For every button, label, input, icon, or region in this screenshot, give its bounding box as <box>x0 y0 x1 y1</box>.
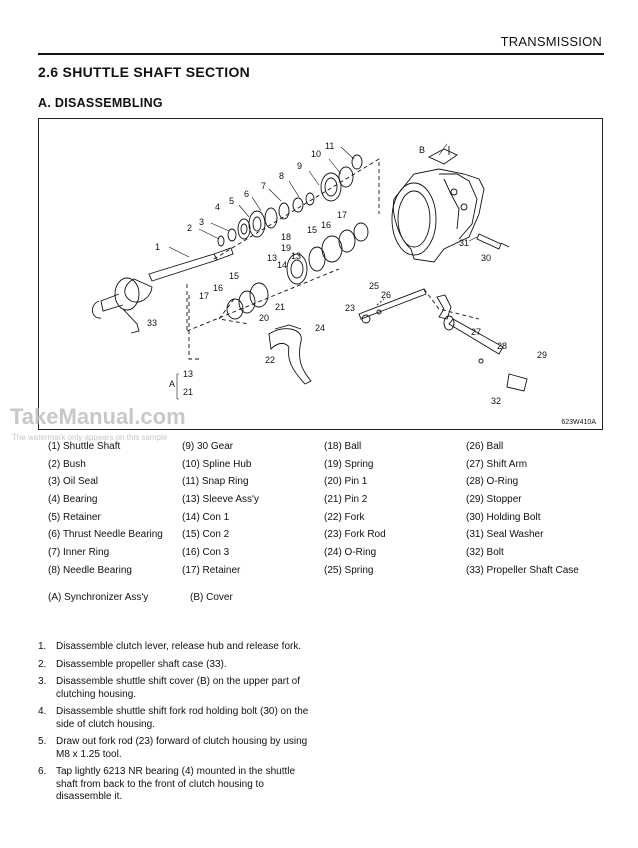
callout-24: 24 <box>315 323 325 333</box>
step-item: 4.Disassemble shuttle shift fork rod hol… <box>38 706 309 730</box>
callout-26: 26 <box>381 290 391 300</box>
callout-2: 2 <box>187 223 192 233</box>
legend-item: (18) Ball <box>324 441 362 452</box>
callout-3: 3 <box>199 217 204 227</box>
legend-item: (11) Snap Ring <box>182 476 249 488</box>
watermark-note: The watermark only appears on this sampl… <box>12 433 168 442</box>
legend-item: (23) Fork Rod <box>324 529 386 541</box>
legend-item: (26) Ball <box>466 441 504 452</box>
legend-col-1: (1) Shuttle Shaft (2) Bush (3) Oil Seal … <box>48 441 163 583</box>
legend-item: (17) Retainer <box>182 564 241 576</box>
callout-33: 33 <box>147 318 157 328</box>
callout-b: B <box>419 145 425 155</box>
legend-item: (15) Con 2 <box>182 529 230 541</box>
legend-item: (28) O-Ring <box>466 476 519 488</box>
callout-10: 10 <box>311 149 321 159</box>
step-item: 2.Disassemble propeller shaft case (33). <box>38 658 227 670</box>
legend-item: (10) Spline Hub <box>182 458 252 470</box>
disassembly-steps: 1.Disassemble clutch lever, release hub … <box>38 641 310 809</box>
callout-22: 22 <box>265 355 275 365</box>
callout-11: 11 <box>325 141 334 151</box>
step-item: 6.Tap lightly 6213 NR bearing (4) mounte… <box>38 766 296 802</box>
callout-14: 14 <box>277 260 287 270</box>
callout-a-21: 21 <box>183 387 193 397</box>
legend-item: (22) Fork <box>324 511 365 523</box>
callout-20: 20 <box>259 313 269 323</box>
page-title: 2.6 SHUTTLE SHAFT SECTION <box>38 64 251 80</box>
callout-19: 19 <box>281 243 291 253</box>
legend-item: (8) Needle Bearing <box>48 564 132 576</box>
legend-item: (30) Holding Bolt <box>466 511 541 523</box>
callout-13-lower: 13 <box>291 251 301 261</box>
legend-item: (24) O-Ring <box>324 547 377 559</box>
callout-17-lower: 17 <box>199 291 209 301</box>
callout-31: 31 <box>459 238 469 248</box>
callout-32: 32 <box>491 396 501 406</box>
legend-item: (13) Sleeve Ass'y <box>182 494 259 506</box>
callout-15: 15 <box>307 225 317 235</box>
callout-a: A <box>169 379 175 389</box>
legend-item: (32) Bolt <box>466 547 504 559</box>
legend-item: (27) Shift Arm <box>466 458 528 470</box>
callout-9: 9 <box>297 161 302 171</box>
legend-col-3: (18) Ball (19) Spring (20) Pin 1 (21) Pi… <box>324 441 386 583</box>
legend-col-4: (26) Ball (27) Shift Arm (28) O-Ring (29… <box>466 441 579 583</box>
callout-4: 4 <box>215 202 220 212</box>
step-item: 1.Disassemble clutch lever, release hub … <box>38 641 302 652</box>
legend-item: (2) Bush <box>48 458 86 470</box>
legend-item: (6) Thrust Needle Bearing <box>48 529 163 541</box>
legend-item: (3) Oil Seal <box>48 476 99 488</box>
callout-25: 25 <box>369 281 379 291</box>
callout-13: 13 <box>267 253 277 263</box>
legend-item: (21) Pin 2 <box>324 494 368 506</box>
exploded-diagram-drawing: 1 2 3 4 5 6 7 8 9 10 11 13 14 15 16 17 1… <box>92 141 547 406</box>
watermark-logo: TakeManual.com <box>10 404 186 429</box>
legend-item: (25) Spring <box>324 564 374 576</box>
exploded-diagram: 1 2 3 4 5 6 7 8 9 10 11 13 14 15 16 17 1… <box>38 118 603 430</box>
legend-synchronizer: (A) Synchronizer Ass'y <box>48 592 149 603</box>
callout-21: 21 <box>275 302 285 312</box>
legend-item: (14) Con 1 <box>182 511 230 523</box>
legend-cover: (B) Cover <box>190 592 233 603</box>
callout-16: 16 <box>321 220 331 230</box>
section-header: TRANSMISSION <box>500 34 602 49</box>
callout-8: 8 <box>279 171 284 181</box>
callout-23: 23 <box>345 303 355 313</box>
legend-item: (4) Bearing <box>48 494 98 506</box>
callout-5: 5 <box>229 196 234 206</box>
callout-a-13: 13 <box>183 369 193 379</box>
legend-item: (19) Spring <box>324 458 374 470</box>
callout-16-lower: 16 <box>213 283 223 293</box>
callout-1: 1 <box>155 242 160 252</box>
figure-id: 623W410A <box>561 419 596 426</box>
legend-item: (31) Seal Washer <box>466 529 544 541</box>
legend-item: (29) Stopper <box>466 494 522 506</box>
legend-item: (7) Inner Ring <box>48 547 110 559</box>
callout-30: 30 <box>481 253 491 263</box>
step-item: 5.Draw out fork rod (23) forward of clut… <box>38 736 308 760</box>
legend-item: (20) Pin 1 <box>324 476 368 488</box>
callout-7: 7 <box>261 181 266 191</box>
callout-18: 18 <box>281 232 291 242</box>
legend-col-2: (9) 30 Gear (10) Spline Hub (11) Snap Ri… <box>182 441 259 583</box>
header-rule <box>38 53 604 55</box>
callout-15-lower: 15 <box>229 271 239 281</box>
legend-item: (9) 30 Gear <box>182 441 234 452</box>
subsection-title: A. DISASSEMBLING <box>38 96 163 110</box>
legend-item: (16) Con 3 <box>182 547 230 559</box>
legend-item: (5) Retainer <box>48 511 101 523</box>
callout-27: 27 <box>471 327 481 337</box>
callout-28: 28 <box>497 341 507 351</box>
step-item: 3.Disassemble shuttle shift cover (B) on… <box>38 676 301 700</box>
callout-6: 6 <box>244 189 249 199</box>
legend-item: (1) Shuttle Shaft <box>48 441 121 452</box>
legend-item: (33) Propeller Shaft Case <box>466 564 579 576</box>
callout-17: 17 <box>337 210 347 220</box>
callout-29: 29 <box>537 350 547 360</box>
